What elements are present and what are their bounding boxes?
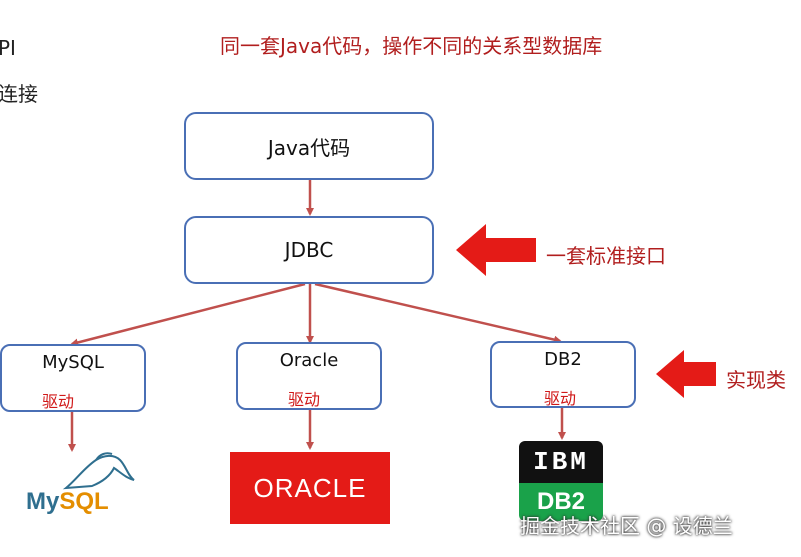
mysql-driver-sub: 驱动 bbox=[42, 392, 75, 411]
mysql-wordmark-my: My bbox=[26, 488, 60, 515]
oracle-logo-text: ORACLE bbox=[253, 472, 367, 503]
edge-fragment-2: 连接 bbox=[0, 82, 38, 106]
callout-arrow-drivers bbox=[656, 350, 716, 398]
mysql-logo: MySQL bbox=[26, 450, 136, 520]
headline: 同一套Java代码，操作不同的关系型数据库 bbox=[220, 34, 603, 58]
edge-fragment-1: PI bbox=[0, 36, 16, 60]
watermark: 掘金技术社区 @ 设德兰 bbox=[520, 514, 733, 538]
ibm-logo-text: IBM bbox=[519, 441, 603, 483]
oracle-logo: ORACLE bbox=[230, 452, 390, 524]
oracle-driver-name: Oracle bbox=[279, 350, 339, 371]
arrow-jdbc-to-db2 bbox=[314, 282, 562, 344]
jdbc-label: JDBC bbox=[284, 238, 334, 262]
dolphin-icon bbox=[62, 452, 135, 490]
mysql-driver-box: MySQL 驱动 bbox=[0, 344, 146, 412]
oracle-driver-box: Oracle 驱动 bbox=[236, 342, 382, 410]
db2-driver-box: DB2 驱动 bbox=[490, 341, 636, 408]
callout-jdbc-text: 一套标准接口 bbox=[546, 244, 666, 268]
mysql-wordmark: MySQL bbox=[26, 488, 109, 516]
db2-driver-name: DB2 bbox=[544, 349, 582, 370]
callout-drivers-text: 实现类 bbox=[726, 368, 786, 392]
callout-arrow-jdbc bbox=[456, 224, 536, 276]
mysql-driver-name: MySQL bbox=[42, 352, 104, 373]
java-code-label: Java代码 bbox=[267, 135, 351, 160]
oracle-driver-sub: 驱动 bbox=[288, 390, 321, 409]
mysql-wordmark-sql: SQL bbox=[59, 488, 109, 515]
db2-logo-text: DB2 bbox=[519, 483, 603, 521]
arrow-jdbc-to-mysql bbox=[70, 282, 306, 347]
java-code-box: Java代码 bbox=[184, 112, 434, 180]
db2-driver-sub: 驱动 bbox=[544, 389, 577, 408]
ibm-db2-logo: IBM DB2 bbox=[519, 441, 603, 521]
jdbc-box: JDBC bbox=[184, 216, 434, 284]
